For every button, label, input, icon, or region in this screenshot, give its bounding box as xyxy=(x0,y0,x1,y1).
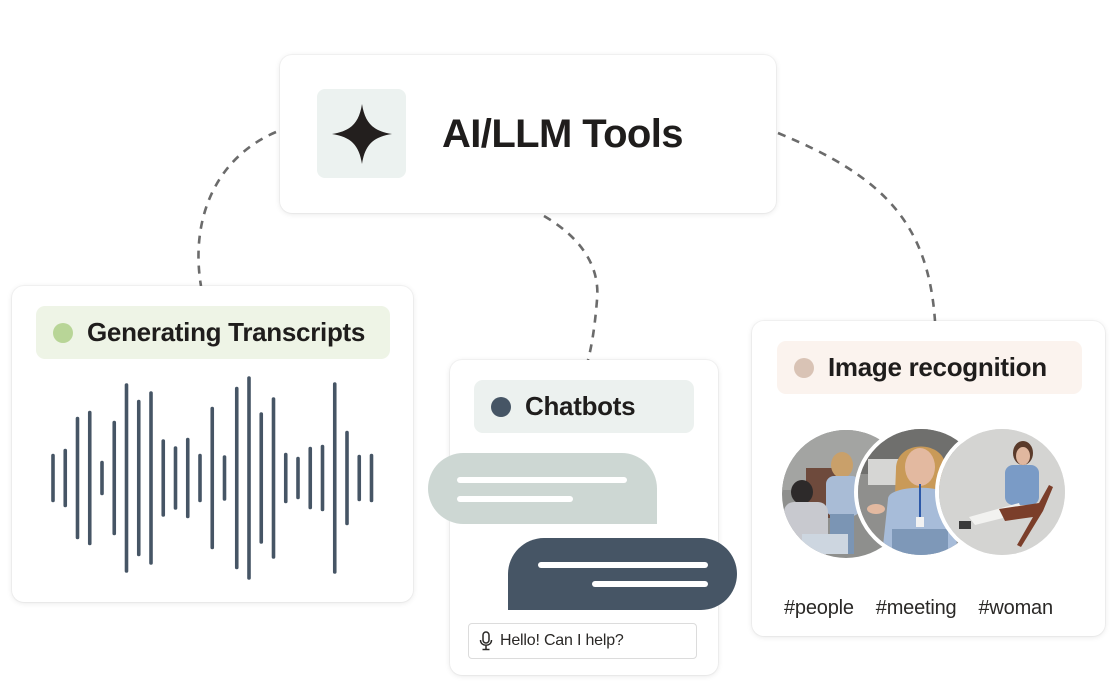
connector-hub-to-transcripts xyxy=(197,130,277,287)
message-line xyxy=(457,477,627,483)
chatbots-status-dot xyxy=(491,396,511,417)
message-line xyxy=(538,562,708,568)
generating-transcripts-card: Generating Transcripts xyxy=(12,286,413,602)
connector-hub-to-chatbots xyxy=(543,214,599,361)
chatbots-label: Chatbots xyxy=(525,391,636,421)
transcripts-status-dot xyxy=(53,322,73,343)
recognition-tags: #people #meeting #woman xyxy=(784,597,1053,620)
message-line xyxy=(457,496,573,502)
image-recognition-card: Image recognition xyxy=(752,321,1105,636)
chatbots-label-pill: Chatbots xyxy=(474,380,694,433)
ai-llm-tools-card: AI/LLM Tools xyxy=(280,55,776,213)
tag-meeting[interactable]: #meeting xyxy=(875,597,957,619)
tag-woman[interactable]: #woman xyxy=(978,597,1053,619)
transcripts-label: Generating Transcripts xyxy=(87,317,366,347)
microphone-icon[interactable] xyxy=(479,631,493,651)
message-line xyxy=(592,581,708,587)
hub-title: AI/LLM Tools xyxy=(442,112,684,156)
photo-woman-on-chair xyxy=(935,425,1069,559)
hub-icon-container xyxy=(317,89,406,178)
chat-input-text[interactable]: Hello! Can I help? xyxy=(500,632,624,649)
transcripts-label-pill: Generating Transcripts xyxy=(36,306,390,359)
image-recognition-label-pill: Image recognition xyxy=(777,341,1082,394)
image-recognition-label: Image recognition xyxy=(828,352,1047,382)
sparkle-icon xyxy=(331,103,392,164)
audio-waveform xyxy=(51,376,374,580)
connector-hub-to-image-recognition xyxy=(777,131,937,322)
tag-people[interactable]: #people xyxy=(784,597,854,619)
chat-message-input[interactable]: Hello! Can I help? xyxy=(468,623,697,659)
image-recognition-status-dot xyxy=(794,357,814,378)
incoming-chat-bubble xyxy=(428,453,657,524)
outgoing-chat-bubble xyxy=(508,538,737,610)
